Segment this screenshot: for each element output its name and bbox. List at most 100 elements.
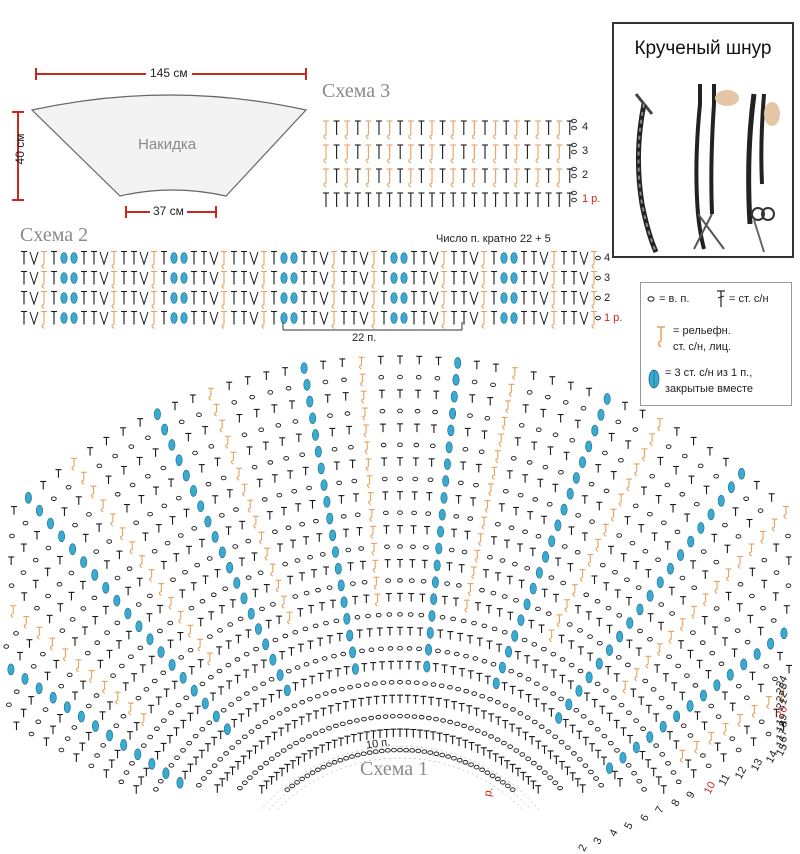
chain-stitch bbox=[208, 675, 214, 680]
v-stitch bbox=[249, 271, 259, 286]
chain-stitch bbox=[462, 760, 469, 765]
chain-stitch bbox=[655, 557, 661, 562]
relief-hook bbox=[556, 182, 560, 188]
relief-hook bbox=[493, 182, 496, 188]
v-stitch bbox=[139, 291, 149, 306]
relief-hook bbox=[287, 619, 290, 625]
relief-hook bbox=[371, 303, 375, 309]
cluster-stitch bbox=[452, 373, 460, 386]
chain-stitch bbox=[571, 149, 577, 155]
cluster-stitch bbox=[290, 292, 298, 304]
cluster-stitch bbox=[212, 710, 220, 723]
relief-hook bbox=[783, 514, 787, 520]
v-stitch bbox=[139, 311, 149, 326]
relief-hook bbox=[221, 263, 225, 269]
chain-stitch bbox=[34, 605, 40, 611]
relief-hook bbox=[365, 158, 369, 164]
cluster-stitch bbox=[303, 379, 311, 391]
chain-stitch bbox=[534, 681, 540, 686]
relief-hook bbox=[535, 158, 539, 164]
chain-stitch bbox=[594, 599, 601, 604]
cluster-stitch bbox=[170, 252, 178, 264]
chain-stitch bbox=[299, 700, 306, 705]
chain-stitch bbox=[135, 602, 142, 607]
cluster-stitch bbox=[306, 395, 314, 408]
schema1-row-number: 3 bbox=[591, 835, 606, 847]
chain-stitch bbox=[232, 544, 239, 549]
legend-cluster-1: = 3 ст. с/н из 1 п., bbox=[665, 367, 753, 379]
cluster-stitch bbox=[390, 272, 398, 284]
chain-stitch bbox=[175, 495, 182, 501]
relief-hook bbox=[535, 134, 539, 140]
cluster-stitch bbox=[400, 272, 408, 284]
chain-stitch bbox=[13, 631, 19, 636]
cluster-stitch bbox=[646, 731, 654, 743]
chain-stitch bbox=[407, 612, 414, 617]
cluster-stitch bbox=[254, 623, 262, 635]
v-stitch bbox=[539, 271, 549, 286]
chain-stitch bbox=[294, 558, 301, 563]
chain-stitch bbox=[734, 628, 741, 633]
chain-stitch bbox=[175, 702, 182, 708]
chain-stitch bbox=[93, 549, 100, 554]
chain-stitch bbox=[292, 629, 299, 635]
chain-stitch bbox=[545, 729, 552, 734]
chain-stitch bbox=[467, 413, 473, 418]
cluster-stitch bbox=[276, 669, 284, 681]
chain-stitch bbox=[405, 680, 412, 685]
chain-stitch bbox=[227, 622, 234, 627]
chain-stitch bbox=[386, 612, 393, 617]
chain-stitch bbox=[333, 618, 340, 624]
schema3-title: Схема 3 bbox=[322, 80, 391, 102]
cluster-stitch bbox=[290, 312, 298, 324]
chain-stitch bbox=[535, 533, 542, 539]
chain-stitch bbox=[564, 745, 571, 750]
dim-side-label: 40 см bbox=[13, 133, 27, 165]
relief-hook bbox=[151, 323, 155, 329]
chain-stitch bbox=[397, 408, 403, 414]
chain-stitch bbox=[448, 547, 455, 553]
chain-stitch bbox=[85, 703, 92, 709]
cluster-stitch bbox=[606, 762, 614, 774]
chain-stitch bbox=[468, 725, 474, 731]
chain-stitch bbox=[479, 767, 485, 773]
chain-stitch bbox=[80, 606, 87, 611]
chain-stitch bbox=[153, 787, 159, 792]
chain-stitch bbox=[177, 533, 184, 538]
cluster-stitch bbox=[511, 630, 519, 642]
relief-hook bbox=[151, 263, 155, 269]
chain-stitch bbox=[292, 419, 299, 424]
v-stitch bbox=[209, 271, 219, 286]
relief-hook bbox=[668, 638, 672, 644]
relief-hook bbox=[264, 555, 268, 561]
s2-row-1: 1 р. bbox=[604, 312, 623, 324]
chain-stitch bbox=[629, 540, 636, 546]
chain-stitch bbox=[123, 770, 130, 775]
chain-stitch bbox=[322, 379, 329, 385]
chain-stitch bbox=[484, 770, 491, 775]
relief-hook bbox=[360, 381, 363, 387]
relief-hook bbox=[595, 546, 599, 552]
cluster-stitch bbox=[346, 629, 354, 642]
chain-stitch bbox=[258, 427, 265, 433]
chain-stitch bbox=[524, 715, 531, 720]
relief-hook bbox=[331, 283, 335, 289]
relief-hook bbox=[495, 458, 499, 464]
relief-hook bbox=[364, 449, 368, 455]
v-stitch bbox=[29, 291, 39, 306]
relief-hook bbox=[408, 134, 412, 140]
chain-stitch bbox=[207, 634, 213, 639]
relief-hook bbox=[749, 551, 752, 557]
cluster-stitch bbox=[102, 581, 110, 594]
chain-stitch bbox=[580, 714, 587, 719]
chain-stitch bbox=[378, 646, 384, 652]
cluster-stitch bbox=[106, 729, 114, 742]
chain-stitch bbox=[715, 714, 722, 719]
chain-stitch bbox=[178, 655, 185, 660]
v-stitch bbox=[319, 311, 329, 326]
v-stitch bbox=[99, 311, 109, 326]
chain-stitch bbox=[507, 744, 514, 749]
v-stitch bbox=[319, 271, 329, 286]
chain-stitch bbox=[113, 723, 120, 729]
relief-hook bbox=[481, 263, 485, 269]
